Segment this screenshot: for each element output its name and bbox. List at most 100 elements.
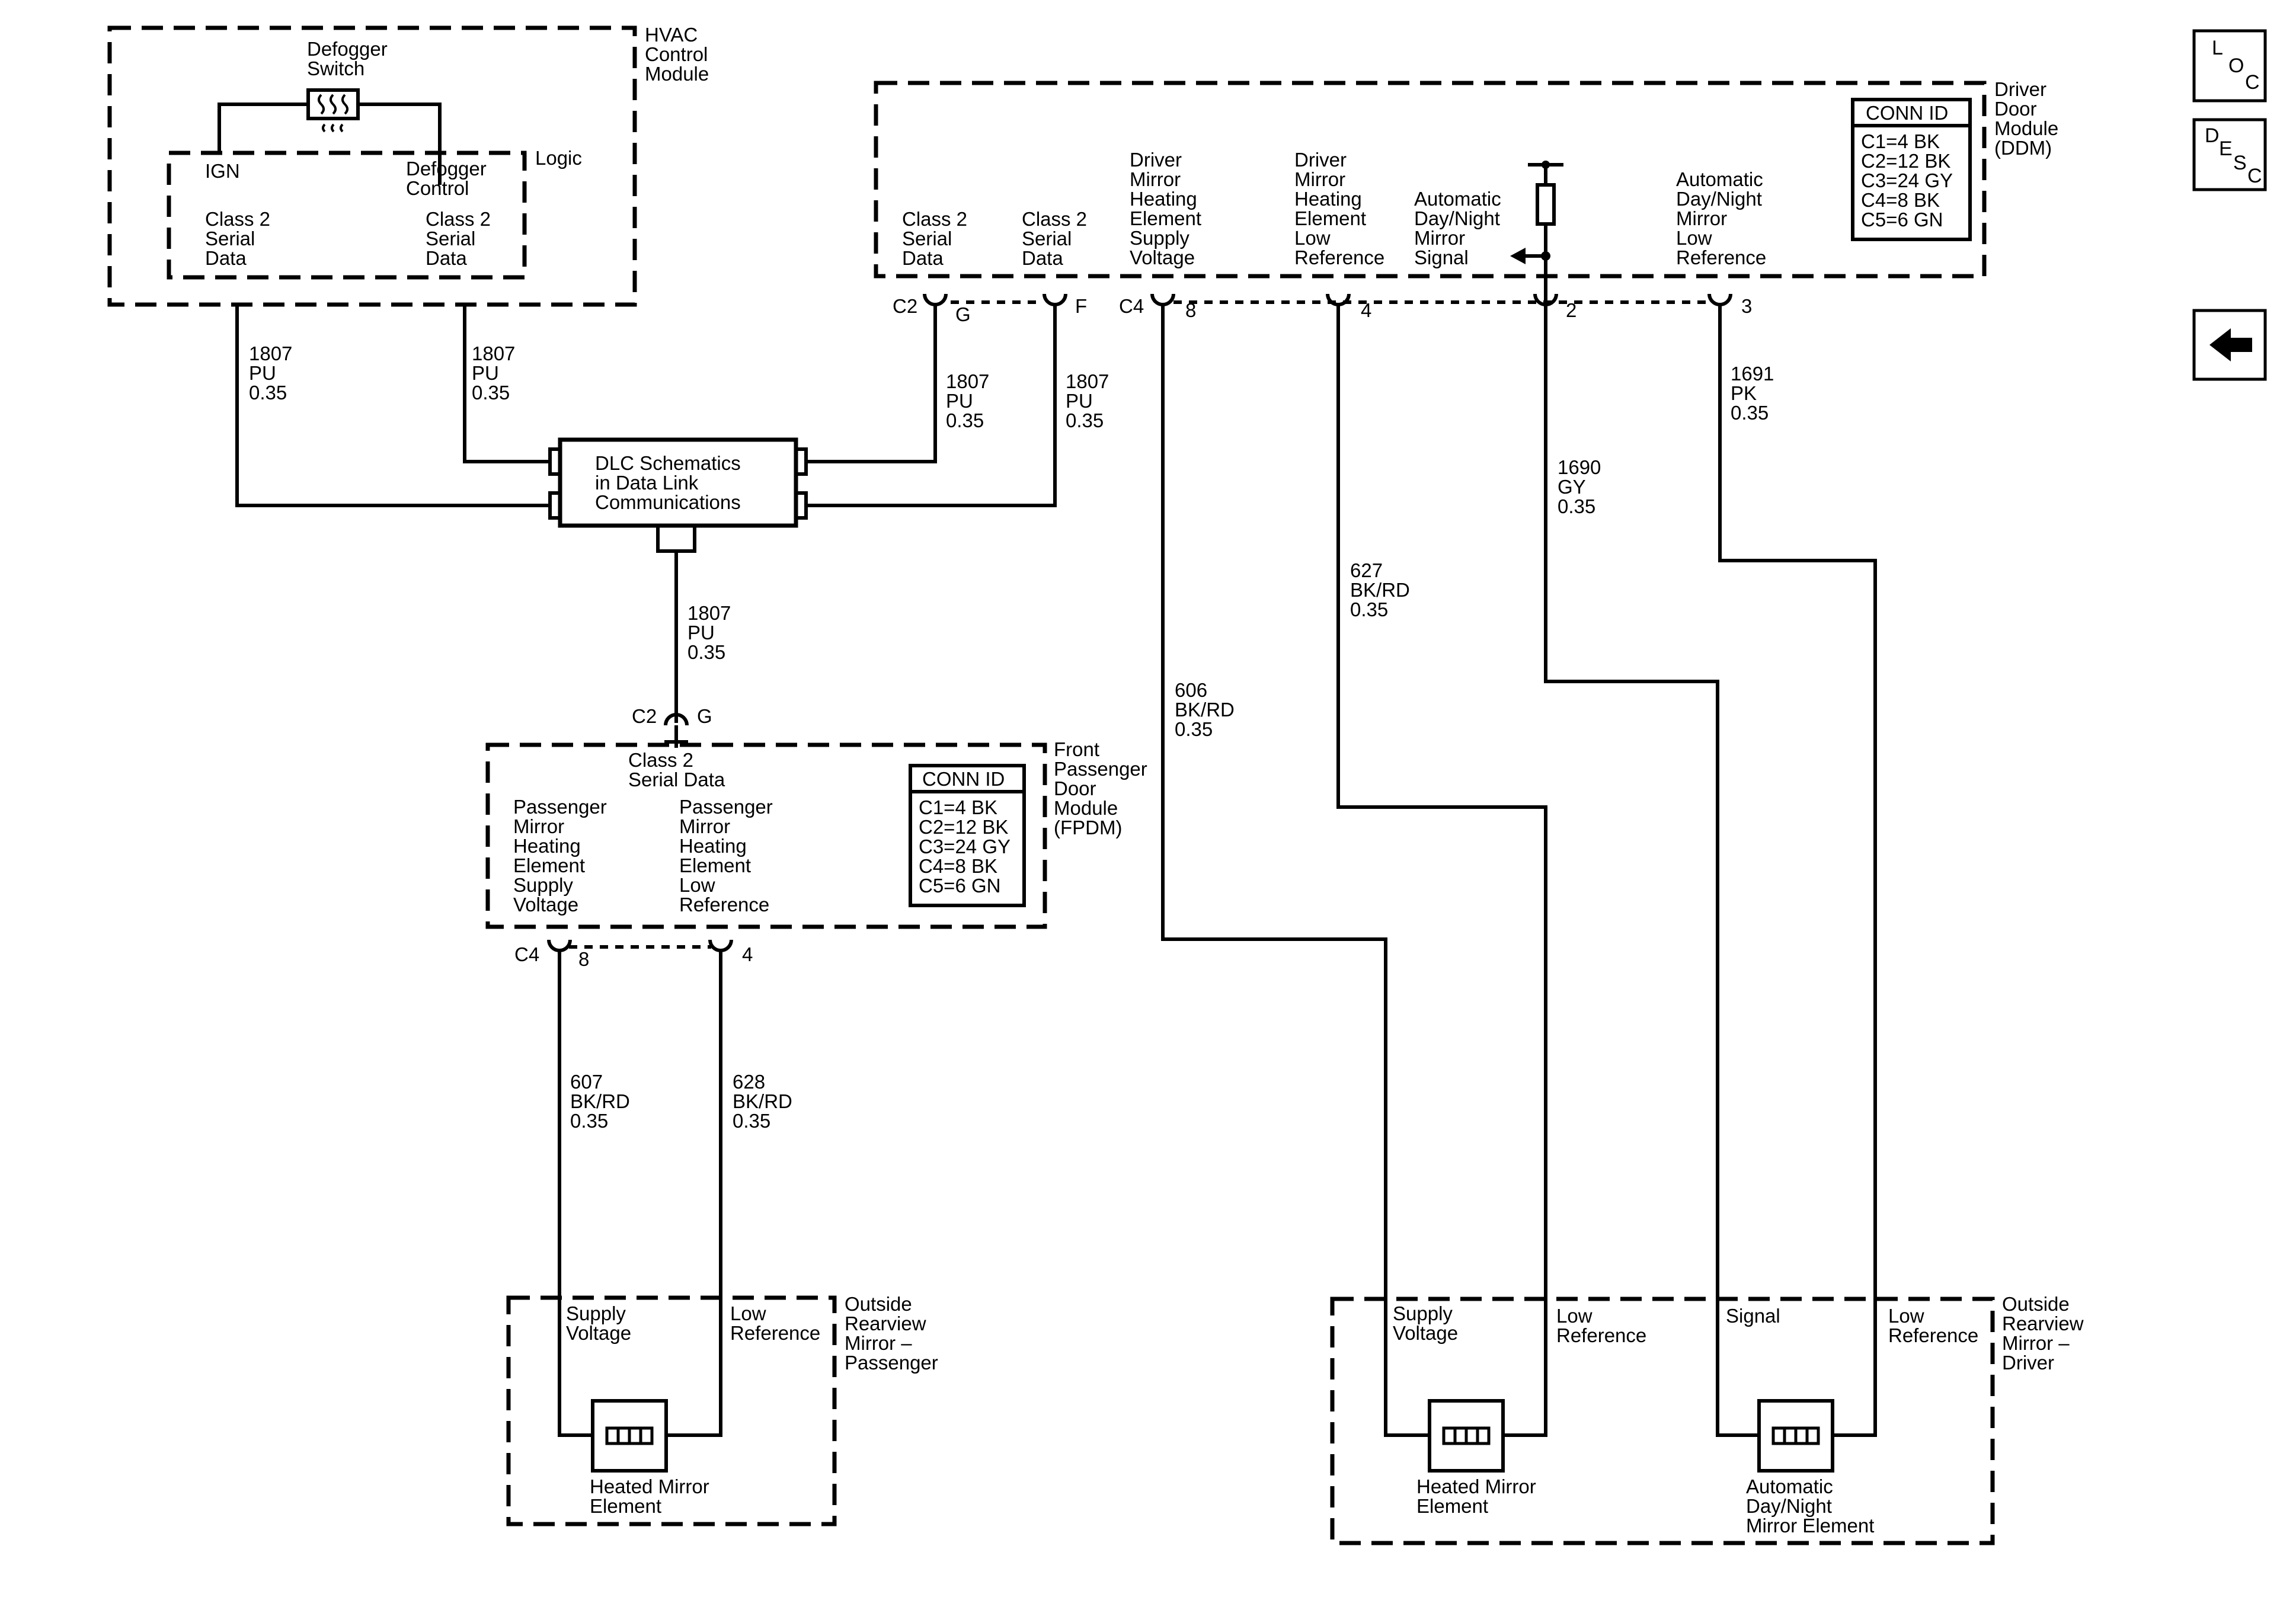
svg-text:Data: Data <box>902 247 944 269</box>
wire-627 <box>1336 305 1547 1437</box>
svg-text:Mirror: Mirror <box>513 815 564 837</box>
svg-text:G: G <box>697 705 712 727</box>
svg-text:0.35: 0.35 <box>687 641 725 663</box>
svg-text:Automatic: Automatic <box>1676 168 1763 190</box>
fpdm-conn-id-table: CONN ID C1=4 BK C2=12 BK C3=24 GY C4=8 B… <box>909 764 1026 907</box>
svg-text:Voltage: Voltage <box>566 1322 631 1344</box>
svg-text:C2: C2 <box>893 295 917 317</box>
ddm-connector-c2: C2 G F <box>893 293 1087 325</box>
hvac-control-module: HVAC Control Module Defogger Switch Logi… <box>107 24 709 307</box>
ign-label: IGN <box>205 160 240 182</box>
svg-text:0.35: 0.35 <box>733 1110 770 1132</box>
fpdm-connector-c4: C4 8 4 <box>514 939 753 970</box>
svg-text:Data: Data <box>1022 247 1063 269</box>
svg-text:Control: Control <box>406 177 469 199</box>
desc-button[interactable]: D E S C <box>2192 118 2267 191</box>
fpdm-class2-label: Class 2 Serial Data <box>628 749 725 790</box>
svg-text:Class 2: Class 2 <box>426 208 491 230</box>
defogger-switch-label: Defogger Switch <box>307 38 388 79</box>
front-passenger-door-module: Front Passenger Door Module (FPDM) Class… <box>485 738 1147 929</box>
svg-text:Class 2: Class 2 <box>902 208 967 230</box>
svg-text:Day/Night: Day/Night <box>1414 207 1500 229</box>
svg-text:Driver: Driver <box>1130 149 1182 171</box>
svg-text:0.35: 0.35 <box>1350 598 1388 620</box>
wire-1807-dlc-down-label: 1807 PU 0.35 <box>687 602 731 663</box>
outside-mirror-passenger: Outside Rearview Mirror – Passenger Supp… <box>506 1293 938 1526</box>
svg-text:Driver: Driver <box>2002 1352 2054 1374</box>
hvac-class2-left-label: Class 2 Serial Data <box>205 208 270 269</box>
svg-text:Serial Data: Serial Data <box>628 769 725 790</box>
svg-text:Class 2: Class 2 <box>1022 208 1087 230</box>
svg-text:Voltage: Voltage <box>513 894 578 916</box>
svg-text:1690: 1690 <box>1558 456 1601 478</box>
wire-606 <box>1161 305 1430 1437</box>
svg-text:Day/Night: Day/Night <box>1676 188 1762 210</box>
fpdm-supply-label: Passenger Mirror Heating Element Supply … <box>513 796 607 916</box>
svg-text:Low: Low <box>1556 1305 1593 1327</box>
loc-button[interactable]: L O C <box>2192 29 2267 103</box>
svg-text:C2=12 BK: C2=12 BK <box>1861 150 1950 172</box>
svg-text:Data: Data <box>205 247 247 269</box>
svg-text:Rearview: Rearview <box>845 1313 926 1334</box>
dmirror-autodim-icon <box>1757 1399 1834 1473</box>
wire-1691 <box>1718 305 1877 1437</box>
svg-text:Heating: Heating <box>1294 188 1362 210</box>
svg-text:PU: PU <box>1066 390 1093 412</box>
wire-1807-hvac-right-label: 1807 PU 0.35 <box>472 343 515 404</box>
svg-text:0.35: 0.35 <box>570 1110 608 1132</box>
svg-text:Element: Element <box>1130 207 1201 229</box>
svg-text:0.35: 0.35 <box>946 409 984 431</box>
svg-text:Reference: Reference <box>679 894 769 916</box>
svg-text:Serial: Serial <box>1022 228 1072 249</box>
dmirror-heater-icon <box>1428 1399 1505 1473</box>
svg-text:1807: 1807 <box>946 370 989 392</box>
defogger-heat-icon <box>318 94 348 133</box>
svg-text:Module: Module <box>1054 797 1118 819</box>
svg-text:Serial: Serial <box>205 228 255 249</box>
svg-text:0.35: 0.35 <box>1066 409 1104 431</box>
dmirror-lowref1-label: Low Reference <box>1556 1305 1646 1346</box>
dmirror-module-label: Outside Rearview Mirror – Driver <box>2002 1293 2084 1374</box>
svg-text:Element: Element <box>1416 1495 1488 1517</box>
svg-text:Supply: Supply <box>1130 227 1189 249</box>
svg-text:(DDM): (DDM) <box>1994 137 2052 159</box>
svg-text:1807: 1807 <box>1066 370 1109 392</box>
svg-text:628: 628 <box>733 1071 765 1093</box>
wire-1807-hvac-right <box>463 305 550 463</box>
wire-1691-label: 1691 PK 0.35 <box>1731 363 1774 424</box>
left-arrow-icon <box>2209 328 2252 361</box>
driver-door-module: Driver Door Module (DDM) CONN ID C1=4 BK… <box>874 78 2058 308</box>
svg-text:Element: Element <box>1294 207 1366 229</box>
svg-text:Communications: Communications <box>595 491 741 513</box>
dlc-schematics-block[interactable]: DLC Schematics in Data Link Communicatio… <box>548 437 808 553</box>
dmirror-lowref2-label: Low Reference <box>1888 1305 1978 1346</box>
svg-text:0.35: 0.35 <box>249 382 287 404</box>
svg-text:Switch: Switch <box>307 57 364 79</box>
svg-text:C5=6 GN: C5=6 GN <box>919 875 1000 897</box>
pullup-resistor-icon <box>1524 161 1563 308</box>
svg-text:3: 3 <box>1741 295 1752 317</box>
svg-text:Class 2: Class 2 <box>205 208 270 230</box>
svg-text:C3=24 GY: C3=24 GY <box>919 836 1011 857</box>
svg-text:Mirror: Mirror <box>1294 168 1345 190</box>
svg-text:C4=8 BK: C4=8 BK <box>919 855 997 877</box>
svg-text:Module: Module <box>1994 117 2058 139</box>
ddm-pin-class2-f-label: Class 2 Serial Data <box>1022 208 1087 269</box>
svg-text:E: E <box>2219 137 2233 160</box>
svg-text:1807: 1807 <box>249 343 292 364</box>
svg-text:Element: Element <box>679 854 751 876</box>
ddm-pin-lowref-label: Driver Mirror Heating Element Low Refere… <box>1294 149 1384 268</box>
svg-text:Low: Low <box>679 874 715 896</box>
svg-text:Reference: Reference <box>730 1322 820 1344</box>
logic-label: Logic <box>535 147 582 169</box>
svg-text:BK/RD: BK/RD <box>570 1090 630 1112</box>
svg-text:Serial: Serial <box>902 228 952 249</box>
svg-text:C5=6 GN: C5=6 GN <box>1861 209 1943 231</box>
fpdm-connector-c2: C2 G <box>632 705 712 748</box>
svg-text:1807: 1807 <box>472 343 515 364</box>
svg-text:C2=12 BK: C2=12 BK <box>919 816 1008 838</box>
back-button[interactable] <box>2192 309 2267 381</box>
pmirror-heater-icon <box>591 1399 668 1473</box>
svg-text:Low: Low <box>1888 1305 1924 1327</box>
